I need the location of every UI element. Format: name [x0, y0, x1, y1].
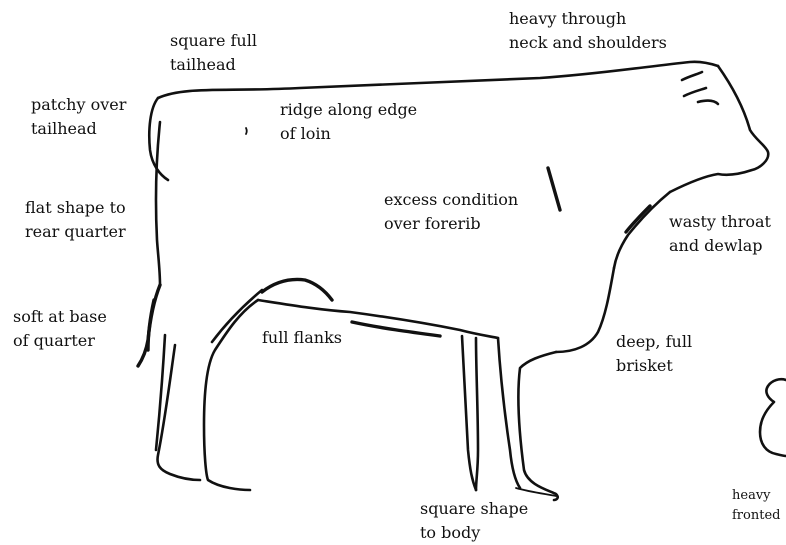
cow-head — [670, 66, 768, 192]
cow-front-leg-2 — [476, 338, 478, 490]
cow-brisket — [556, 268, 614, 352]
cow-tail-switch-2 — [148, 300, 154, 350]
label-tailhead-square: square full tailhead — [170, 29, 257, 77]
label-flanks: full flanks — [262, 326, 342, 350]
cow-tail — [156, 122, 160, 285]
cow-hind-leg — [204, 300, 258, 490]
cow-front-leg-inner — [498, 338, 520, 488]
label-loin-ridge: ridge along edge of loin — [280, 98, 417, 146]
label-neck-shoulders: heavy through neck and shoulders — [509, 7, 667, 55]
cow-front-leg — [518, 352, 557, 500]
label-tailhead-patchy: patchy over tailhead — [31, 93, 126, 141]
cow-dewlap-stroke — [626, 206, 650, 232]
label-forerib: excess condition over forerib — [384, 188, 518, 236]
label-body-shape: square shape to body — [420, 497, 528, 545]
cow-hind-leg-2-b — [156, 335, 165, 450]
label-rear-quarter-flat: flat shape to rear quarter — [25, 196, 126, 244]
cow-flank — [262, 280, 332, 301]
inset-cow-outline — [760, 379, 786, 456]
cow-loin-mark — [246, 128, 247, 134]
cow-hind-leg-front — [212, 290, 262, 342]
cow-front-leg-2-back — [462, 336, 476, 490]
label-brisket: deep, full brisket — [616, 330, 692, 378]
cow-throat — [614, 192, 670, 268]
cow-forerib-mark — [548, 168, 560, 210]
cow-ear — [682, 72, 718, 104]
label-quarter-base: soft at base of quarter — [13, 305, 107, 353]
label-throat-dewlap: wasty throat and dewlap — [669, 210, 771, 258]
label-inset-heavy-fronted: heavy fronted — [732, 486, 780, 526]
